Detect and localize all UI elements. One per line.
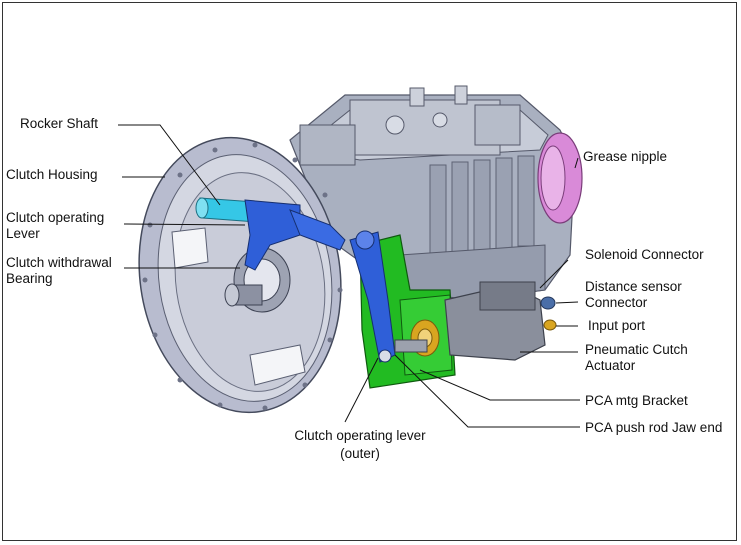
leader-distance-sensor-connector xyxy=(555,301,579,304)
label-pca-mtg-bracket: PCA mtg Bracket xyxy=(585,393,688,408)
leader-clutch-operating-lever-outer xyxy=(344,357,379,423)
leader-grease-nipple xyxy=(574,157,579,169)
label-clutch-housing: Clutch Housing xyxy=(6,167,98,182)
leader-pca-mtg-bracket xyxy=(419,369,580,401)
label-clutch-withdrawal-bearing-line1: Clutch withdrawal xyxy=(6,255,112,270)
label-clutch-operating-lever-line2: Lever xyxy=(6,226,40,241)
label-pneumatic-cutch-actuator-line2: Actuator xyxy=(585,358,636,373)
label-pca-push-rod-jaw-end: PCA push rod Jaw end xyxy=(585,420,723,435)
pneumatic-clutch-actuator xyxy=(394,281,557,361)
grease-nipple-ring xyxy=(537,132,583,224)
label-distance-sensor-connector-line1: Distance sensor xyxy=(585,279,682,294)
label-clutch-operating-lever-line1: Clutch operating xyxy=(6,210,105,225)
label-distance-sensor-connector-line2: Connector xyxy=(585,295,648,310)
label-solenoid-connector: Solenoid Connector xyxy=(585,247,704,262)
leader-lines xyxy=(118,124,580,428)
label-clutch-withdrawal-bearing-line2: Bearing xyxy=(6,271,53,286)
clutch-operating-lever-inner xyxy=(244,199,346,271)
label-rocker-shaft: Rocker Shaft xyxy=(20,116,99,131)
leader-clutch-operating-lever xyxy=(123,223,246,226)
leader-solenoid-connector xyxy=(539,259,569,289)
label-input-port: Input port xyxy=(588,318,646,333)
leader-pca-push-rod-jaw-end xyxy=(394,354,580,428)
leader-rocker-shaft xyxy=(118,124,221,206)
label-grease-nipple: Grease nipple xyxy=(583,149,668,164)
label-clutch-operating-lever-outer-line2: (outer) xyxy=(340,446,380,461)
label-clutch-operating-lever-outer-line1: Clutch operating lever xyxy=(294,428,426,443)
label-pneumatic-cutch-actuator-line1: Pneumatic Cutch xyxy=(585,342,688,357)
